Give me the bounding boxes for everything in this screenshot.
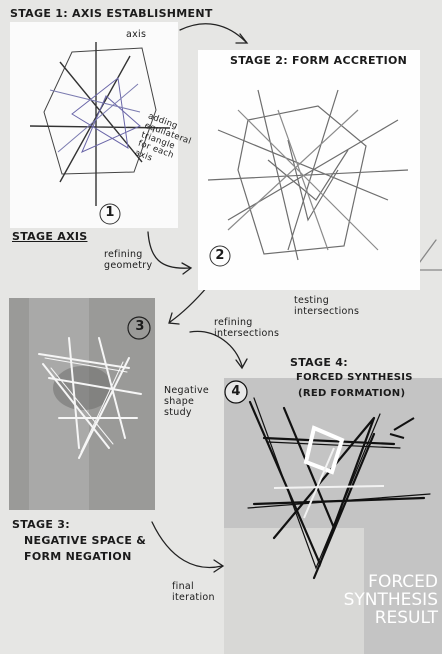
stage2-title: STAGE 2: FORM ACCRETION [230, 54, 407, 67]
stage2-sketch [198, 50, 420, 290]
stage4-number: 4 [226, 384, 246, 399]
stage2-number: 2 [210, 248, 230, 263]
stage4-title-line2: FORCED SYNTHESIS [296, 372, 413, 383]
stage4-title-line1: STAGE 4: [290, 356, 348, 369]
negative-shape-study-label: Negative shape study [164, 386, 220, 419]
refining-geometry-label: refining geometry [104, 250, 154, 272]
final-iteration-label: final iteration [172, 582, 212, 604]
stage3-title-line1: STAGE 3: [12, 518, 70, 531]
stage3-title-line3: FORM NEGATION [24, 550, 132, 563]
stage3-title-line2: NEGATIVE SPACE & [24, 534, 146, 547]
arrow-refine-to-stage2 [148, 232, 190, 268]
stage-axis-label: STAGE AXIS [12, 230, 87, 243]
result-line2: SYNTHESIS [328, 592, 438, 610]
stage1-number: 1 [100, 205, 120, 220]
arrow-stage1-to-stage2 [180, 24, 246, 42]
result-caption: FORCED SYNTHESIS RESULT [328, 574, 438, 628]
stage3-number: 3 [130, 319, 150, 334]
accretion-sketch [198, 50, 420, 290]
arrow-stage2-to-stage3 [170, 286, 208, 322]
arrow-final-iteration [152, 522, 222, 567]
result-line3: RESULT [328, 610, 438, 628]
stage4-title-line3: (RED FORMATION) [298, 388, 405, 399]
testing-intersections-label: testing intersections [294, 296, 374, 318]
axis-label: axis [126, 30, 146, 41]
refining-intersections-label: refining intersections [214, 318, 304, 340]
stage1-title: STAGE 1: AXIS ESTABLISHMENT [10, 7, 213, 20]
